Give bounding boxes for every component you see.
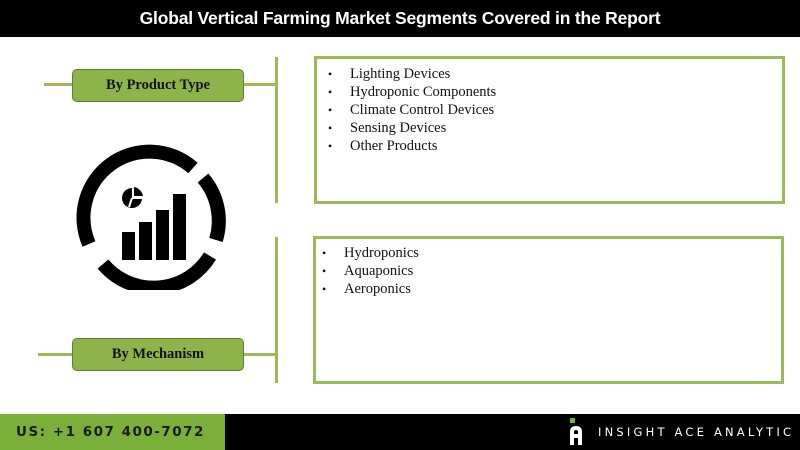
bullet-icon: • <box>328 67 333 81</box>
connector-line <box>244 83 278 86</box>
list-item-text: Hydroponics <box>344 245 419 261</box>
list-item: • Aquaponics <box>322 262 781 280</box>
list-item-text: Climate Control Devices <box>350 102 495 118</box>
connector-bracket <box>275 57 278 203</box>
bullet-icon: • <box>322 282 327 296</box>
segment-items-list: • Lighting Devices • Hydroponic Components… <box>317 59 782 155</box>
page-header: Global Vertical Farming Market Segments … <box>0 0 800 37</box>
segment-label-product-type: By Product Type <box>72 69 244 102</box>
connector-bracket <box>275 237 278 383</box>
segment-items-box-product-type: • Lighting Devices • Hydroponic Components… <box>314 56 785 204</box>
list-item-text: Hydroponic Components <box>350 84 497 100</box>
bullet-icon: • <box>328 85 333 99</box>
bullet-icon: • <box>322 264 327 278</box>
bullet-icon: • <box>328 121 333 135</box>
analytics-chart-icon <box>72 140 237 295</box>
connector-line <box>38 353 74 356</box>
list-item-text: Other Products <box>350 138 438 154</box>
connector-line <box>244 353 278 356</box>
list-item-text: Aquaponics <box>344 263 414 279</box>
segment-label-mechanism: By Mechanism <box>72 338 244 371</box>
list-item-text: Lighting Devices <box>350 66 451 82</box>
list-item-text: Sensing Devices <box>350 120 447 136</box>
segment-items-box-mechanism: • Hydroponics • Aquaponics • Aeroponics <box>313 236 784 384</box>
segment-label-text: By Product Type <box>106 77 210 93</box>
list-item: • Hydroponic Components <box>328 83 782 101</box>
phone-number[interactable]: US: +1 607 400-7072 <box>16 424 205 440</box>
page-title: Global Vertical Farming Market Segments … <box>139 8 661 28</box>
list-item: • Lighting Devices <box>328 65 782 83</box>
connector-line <box>44 83 74 86</box>
list-item: • Other Products <box>328 137 782 155</box>
brand-logo[interactable]: INSIGHT ACE ANALYTIC <box>568 414 794 450</box>
list-item-text: Aeroponics <box>344 281 411 297</box>
list-item: • Climate Control Devices <box>328 101 782 119</box>
brand-name: INSIGHT ACE ANALYTIC <box>598 425 795 439</box>
footer-contact: US: +1 607 400-7072 <box>0 414 225 450</box>
bullet-icon: • <box>322 246 327 260</box>
bullet-icon: • <box>328 103 333 117</box>
footer-brand-bar <box>225 414 800 450</box>
list-item: • Aeroponics <box>322 280 781 298</box>
insight-ace-logo-icon <box>570 418 582 445</box>
list-item: • Hydroponics <box>322 244 781 262</box>
bullet-icon: • <box>328 139 333 153</box>
segment-label-text: By Mechanism <box>111 346 205 362</box>
segment-items-list: • Hydroponics • Aquaponics • Aeroponics <box>316 239 781 298</box>
list-item: • Sensing Devices <box>328 119 782 137</box>
